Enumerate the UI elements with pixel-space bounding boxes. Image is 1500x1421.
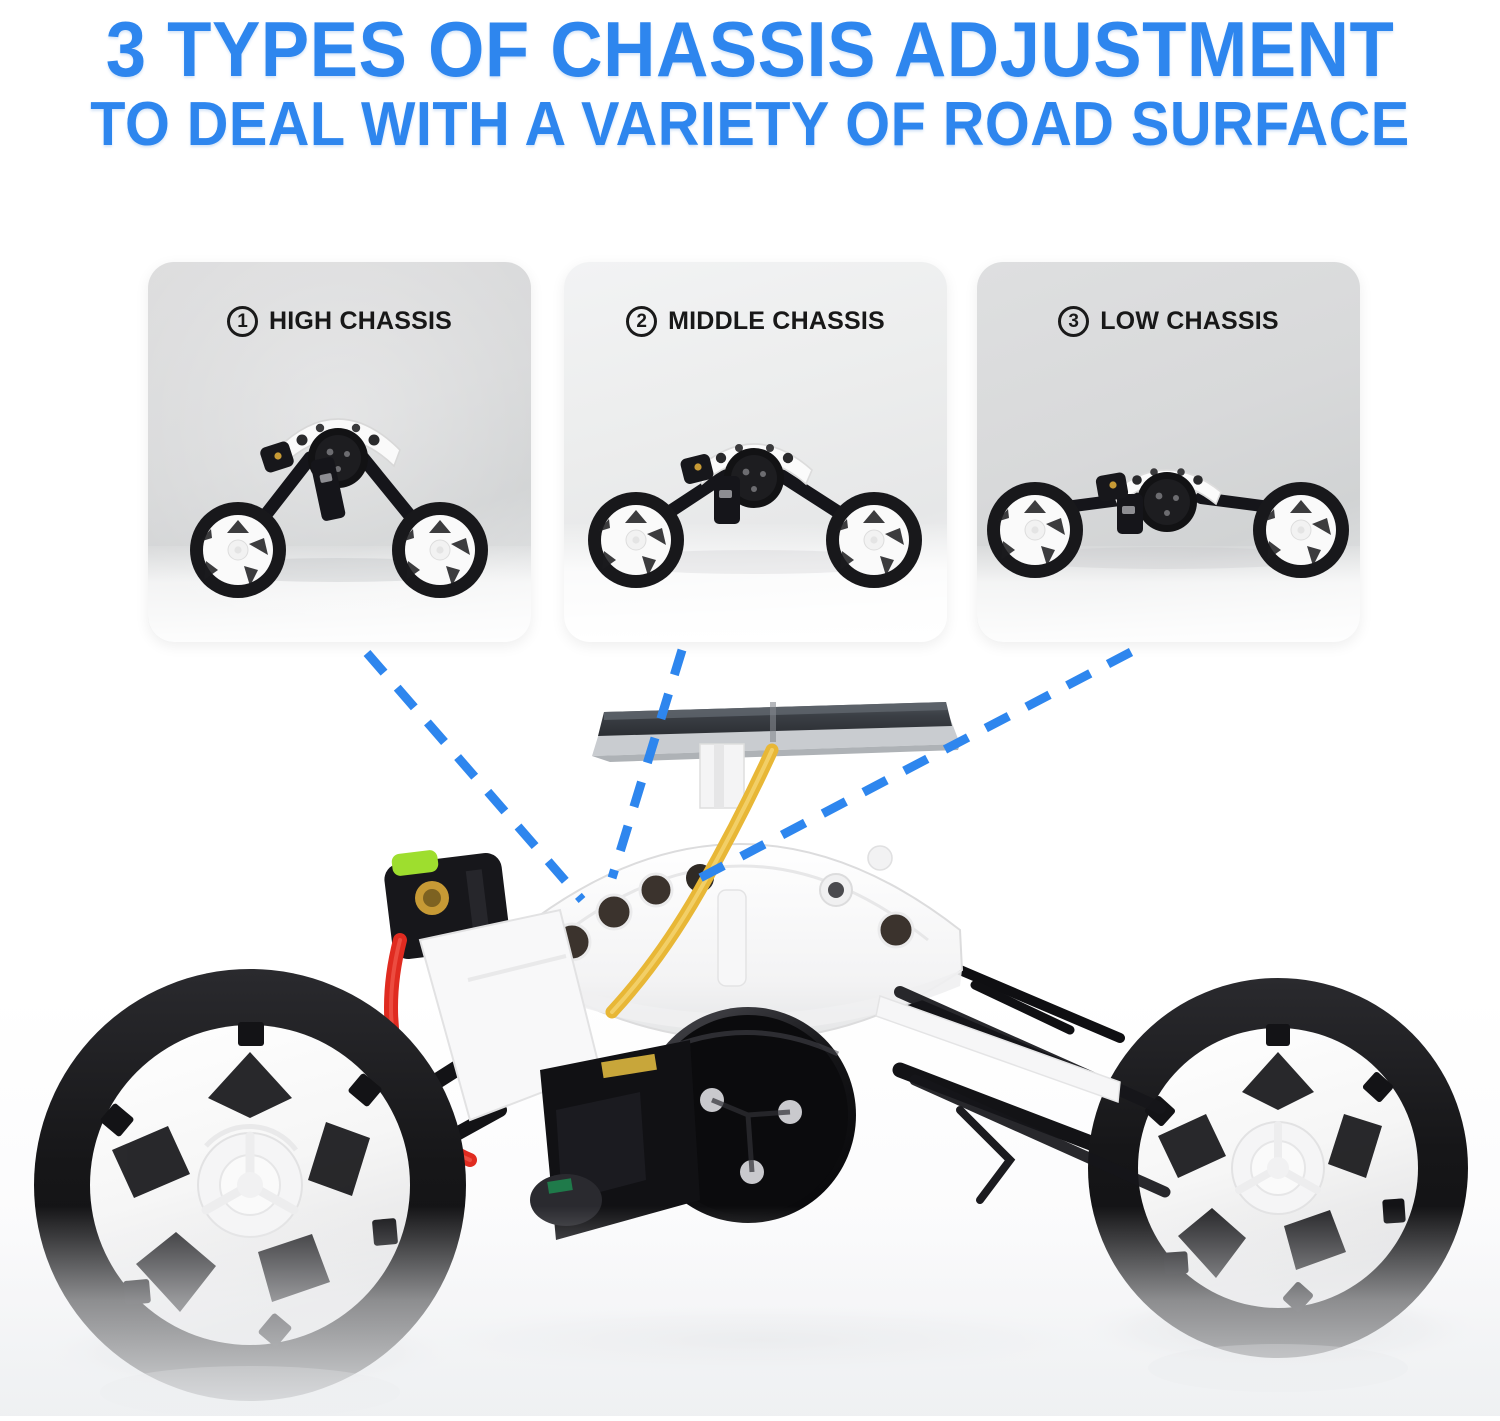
panel-number-badge-2: 2 <box>626 306 658 337</box>
panel-low-chassis[interactable]: 3 LOW CHASSIS <box>977 262 1360 642</box>
mini-chassis-high-illustration <box>148 262 531 642</box>
headline-line-1: 3 TYPES OF CHASSIS ADJUSTMENT <box>105 5 1395 93</box>
panel-middle-chassis[interactable]: 2 MIDDLE CHASSIS <box>564 262 947 642</box>
panel-low-chassis-label: 3 LOW CHASSIS <box>977 306 1360 337</box>
panel-title-low-chassis: LOW CHASSIS <box>1100 307 1279 335</box>
headline-block: 3 TYPES OF CHASSIS ADJUSTMENT TO DEAL WI… <box>0 0 1500 156</box>
panel-title-high-chassis: HIGH CHASSIS <box>269 307 452 335</box>
panel-middle-chassis-label: 2 MIDDLE CHASSIS <box>564 306 947 337</box>
headline-line-2: TO DEAL WITH A VARIETY OF ROAD SURFACE <box>90 90 1410 159</box>
mini-chassis-low-illustration <box>987 468 1349 578</box>
main-car-photo <box>0 640 1500 1418</box>
mini-chassis-middle-illustration <box>588 443 922 588</box>
mounting-hole <box>640 874 672 906</box>
panel-high-chassis-label: 1 HIGH CHASSIS <box>148 306 531 337</box>
floor-reflection <box>0 1206 1500 1416</box>
panel-number-badge-1: 1 <box>227 306 258 337</box>
panel-number-badge-3: 3 <box>1058 306 1090 337</box>
mounting-hole <box>597 895 631 929</box>
panel-high-chassis[interactable]: 1 HIGH CHASSIS <box>148 262 531 642</box>
panel-title-middle-chassis: MIDDLE CHASSIS <box>668 307 885 335</box>
